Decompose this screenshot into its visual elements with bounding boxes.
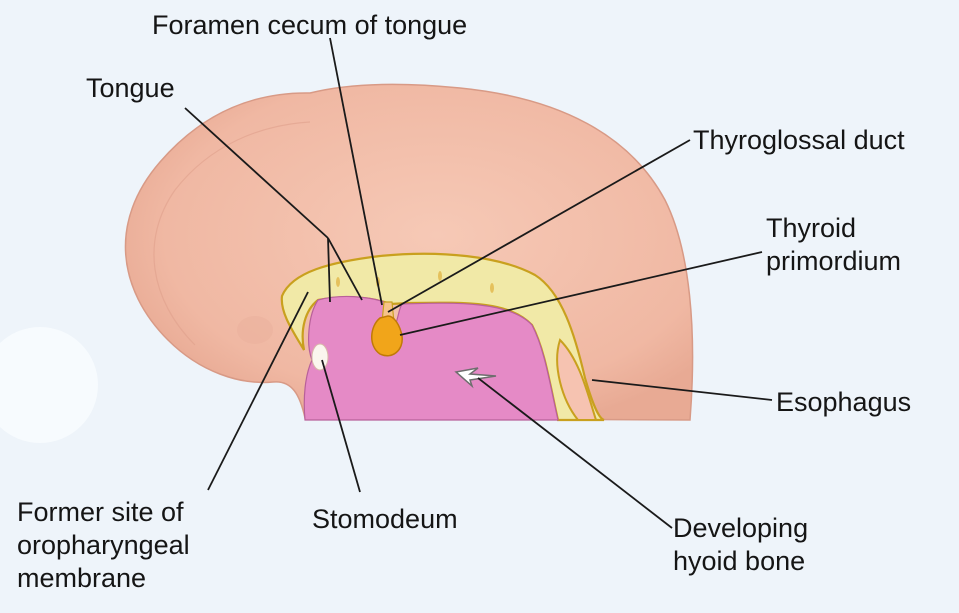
label-former-site-line-1: Former site of <box>17 496 190 529</box>
label-thyroglossal-duct: Thyroglossal duct <box>693 124 905 157</box>
label-thyroid-line-2: primordium <box>766 245 901 278</box>
label-esophagus: Esophagus <box>776 386 911 419</box>
label-hyoid-line-1: Developing <box>673 512 808 545</box>
label-former-site-line-3: membrane <box>17 562 190 595</box>
label-foramen-cecum: Foramen cecum of tongue <box>152 9 467 42</box>
label-stomodeum: Stomodeum <box>312 503 458 536</box>
surface-faint-structure <box>237 316 273 344</box>
label-former-site: Former site of oropharyngeal membrane <box>17 496 190 595</box>
stomodeum-opening <box>312 344 328 370</box>
label-thyroid-line-1: Thyroid <box>766 212 901 245</box>
label-hyoid-line-2: hyoid bone <box>673 545 808 578</box>
label-thyroid-primordium: Thyroid primordium <box>766 212 901 278</box>
label-former-site-line-2: oropharyngeal <box>17 529 190 562</box>
background-glow <box>0 327 98 443</box>
label-hyoid: Developing hyoid bone <box>673 512 808 578</box>
label-tongue: Tongue <box>86 72 175 105</box>
